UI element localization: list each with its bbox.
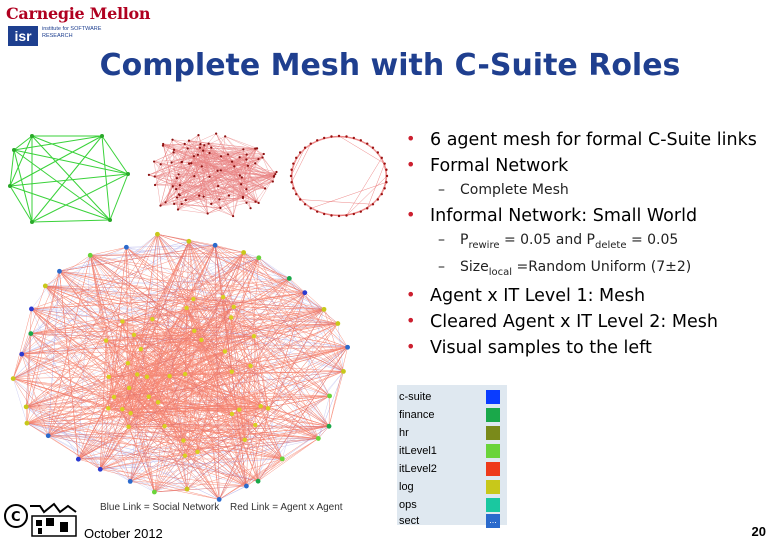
legend-row: log: [397, 479, 507, 497]
circle-network-graph: [280, 126, 398, 226]
bullet-informal-network: Informal Network: Small World: [402, 206, 772, 226]
legend-swatch[interactable]: ...: [486, 514, 500, 528]
bullet-formal-network: Formal Network: [402, 156, 772, 176]
sei-logo: C: [2, 498, 80, 538]
legend-swatch: [486, 480, 500, 494]
legend-row: sect...: [397, 513, 507, 531]
legend-swatch: [486, 498, 500, 512]
legend-row: itLevel2: [397, 461, 507, 479]
blue-link-caption: Blue Link = Social Network: [100, 502, 219, 513]
isr-logo: isr: [8, 26, 38, 46]
svg-text:C: C: [11, 510, 21, 525]
footer-date: October 2012: [84, 526, 163, 541]
bullet-agent-mesh: 6 agent mesh for formal C-Suite links: [402, 130, 772, 150]
legend-row: itLevel1: [397, 443, 507, 461]
legend-row: hr: [397, 425, 507, 443]
combined-network-graph: [0, 226, 396, 504]
red-link-caption: Red Link = Agent x Agent: [230, 502, 343, 513]
subbullet-rewire: Prewire = 0.05 and Pdelete = 0.05: [402, 232, 772, 251]
bullet-visual-samples: Visual samples to the left: [402, 338, 772, 358]
cmu-logo: Carnegie Mellon: [6, 4, 150, 23]
page-number: 20: [752, 524, 766, 539]
subbullet-size-local: Sizelocal =Random Uniform (7±2): [402, 259, 772, 278]
legend-row: finance: [397, 407, 507, 425]
legend-swatch: [486, 462, 500, 476]
c-suite-mesh-graph: [2, 128, 134, 230]
legend-swatch: [486, 444, 500, 458]
subbullet-complete-mesh: Complete Mesh: [402, 182, 772, 198]
legend-swatch: [486, 426, 500, 440]
legend-swatch: [486, 408, 500, 422]
bullet-it-level2: Cleared Agent x IT Level 2: Mesh: [402, 312, 772, 332]
legend-swatch: [486, 390, 500, 404]
bullet-it-level1: Agent x IT Level 1: Mesh: [402, 286, 772, 306]
slide-title: Complete Mesh with C-Suite Roles: [0, 48, 780, 83]
bullet-list: 6 agent mesh for formal C-Suite links Fo…: [402, 130, 772, 364]
legend-row: c-suite: [397, 389, 507, 407]
isr-logo-subtext: institute for SOFTWARE RESEARCH: [42, 26, 102, 39]
node-type-legend: c-suite finance hr itLevel1 itLevel2 log…: [397, 385, 507, 525]
header-logos: Carnegie Mellon isr institute for SOFTWA…: [6, 4, 150, 23]
informal-network-graph: [132, 128, 282, 224]
